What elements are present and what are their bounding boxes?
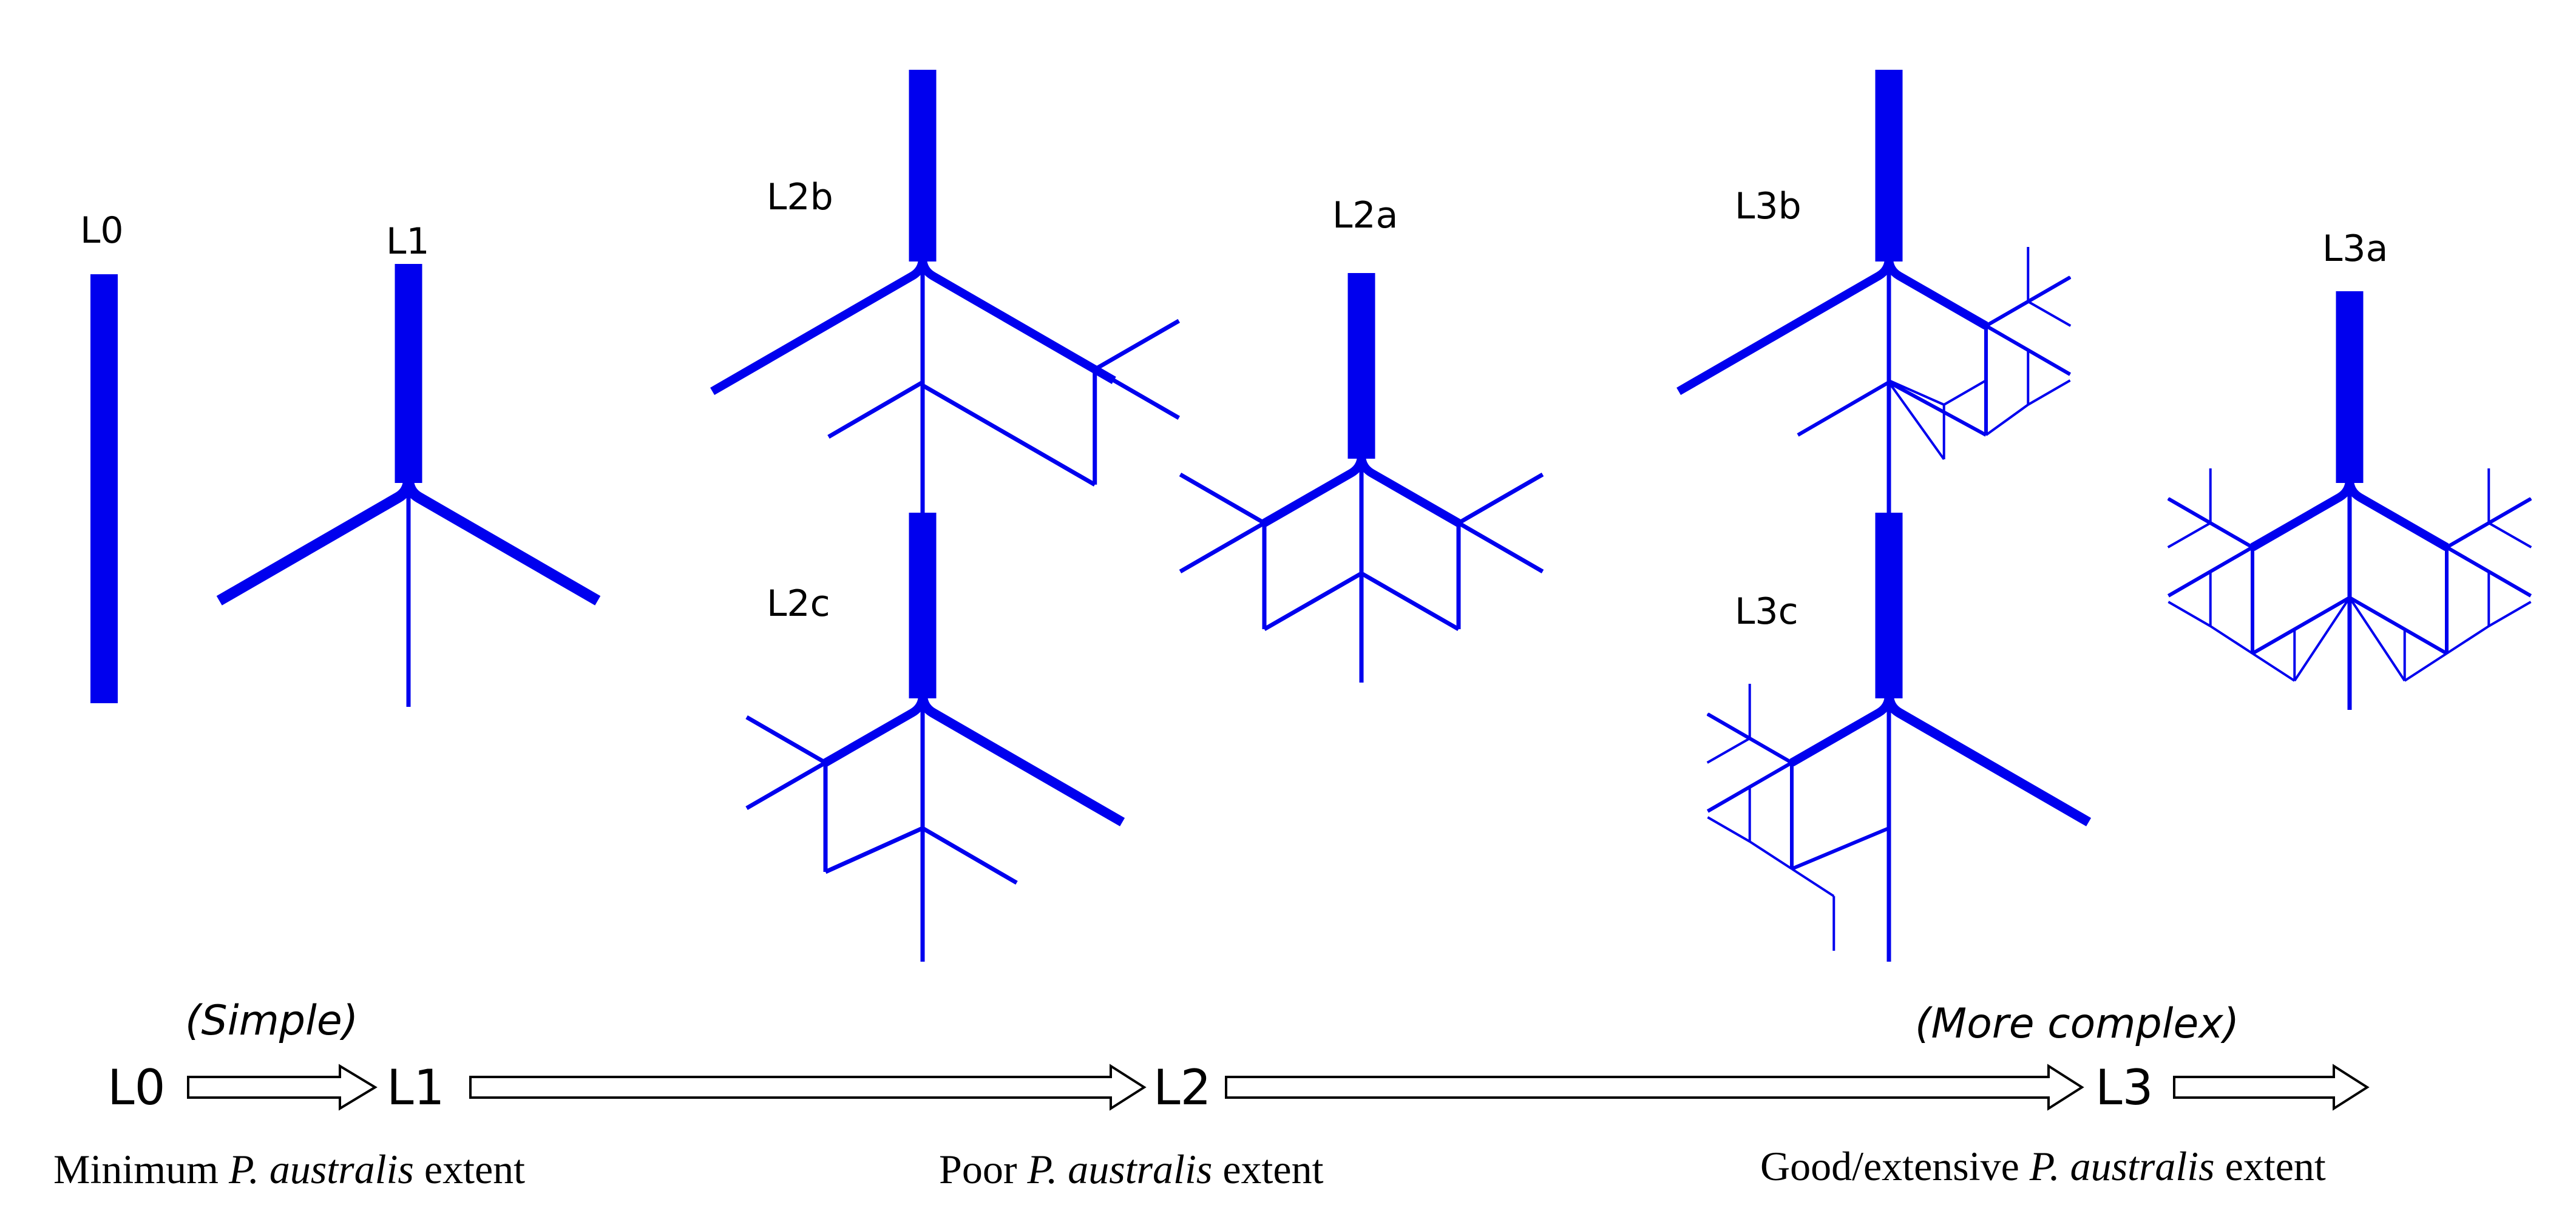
right-fine-2b [2488,522,2532,548]
fine-6 [1943,379,1987,406]
caption-minimum-species: P. australis [228,1146,414,1192]
twig-up [745,715,827,765]
right-branch [1357,454,1461,527]
more-complex-note: (More complex) [1915,1000,2239,1048]
label-L1: L1 [386,220,430,263]
caption-poor-extent: Poor P. australis extent [939,1146,1324,1192]
caption-minimum-prefix: Minimum [53,1146,229,1192]
right-fine-2 [2488,498,2532,524]
right-fine-6 [2404,652,2448,682]
label-L3c: L3c [1735,590,1798,633]
twig-up [1093,319,1181,371]
scale-label-L0: L0 [107,1059,165,1116]
label-L2c: L2c [767,582,830,625]
fine-2 [1706,713,1751,740]
fine-8 [1888,381,1945,461]
right-fine-5 [2446,625,2490,655]
caption-poor-prefix: Poor [939,1146,1027,1192]
left-twig-up [1179,472,1266,525]
left-fine-6 [2251,652,2296,682]
stem-right-arm [921,826,1018,885]
caption-good-extent: Good/extensive P. australis extent [1760,1143,2326,1189]
left-branch [710,257,927,396]
stem-right-arm [923,382,1095,437]
right-branch [918,694,1125,826]
complexity-scale: (Simple) (More complex) L0 L1 L2 L3 [107,997,2370,1116]
right-branch [403,479,601,606]
left-twig-out [1179,521,1266,574]
label-L2b: L2b [767,176,833,218]
right-branch [2345,479,2449,552]
diagram-L3c [1706,513,2092,962]
twig-out [1093,367,1181,420]
left-fine-5 [2209,625,2254,655]
fine-4 [1707,816,1751,843]
scale-label-L2: L2 [1153,1059,1211,1116]
stem-left-arm [827,380,924,439]
caption-poor-suffix: extent [1212,1146,1323,1192]
lattice-base [1888,380,1987,437]
right-twig-out [1457,521,1544,574]
scale-label-L3: L3 [2095,1059,2153,1116]
left-branch [1676,257,1893,396]
caption-minimum-suffix: extent [414,1146,525,1192]
right-lattice-base [2348,596,2448,655]
label-L0: L0 [80,209,124,252]
left-lattice-base [2251,596,2351,655]
caption-poor-species: P. australis [1026,1146,1212,1192]
diagram-L3a [2167,291,2532,710]
right-branch [1884,694,2092,826]
fine-8 [1706,737,1751,764]
label-L3b: L3b [1735,185,1802,228]
fine-10 [2027,300,2072,327]
right-fine-8 [2348,596,2406,682]
left-branch [216,479,414,606]
l0-bar [90,274,118,703]
caption-good-suffix: extent [2215,1143,2326,1189]
left-fine-8 [2293,596,2351,682]
left-branch [1262,454,1366,527]
right-branch [1885,257,1988,330]
fine-9 [1888,379,1945,406]
right-branch [918,257,1116,385]
caption-minimum-extent: Minimum P. australis extent [53,1146,525,1192]
right-twig-up [1457,472,1544,525]
fine-5 [1749,840,1793,870]
arrow-L1-L2 [469,1064,1147,1111]
simple-note: (Simple) [185,997,358,1045]
diagram-L3b [1676,70,2072,525]
diagram-L2c [745,513,1125,962]
left-branch [1789,694,1893,767]
fine-4 [2027,379,2071,406]
diagram-L0 [90,274,118,703]
arrow-L3-beyond [2173,1064,2370,1111]
arrow-L0-L1 [187,1064,378,1111]
fine-2 [2027,276,2072,303]
lattice-base [824,826,924,874]
arrow-L2-L3 [1225,1064,2084,1111]
left-branch [823,694,927,767]
left-branch [2250,479,2354,552]
scale-label-L1: L1 [387,1059,444,1116]
left-fine-2 [2167,498,2211,524]
left-fine-2b [2167,522,2211,548]
fine-5 [1985,403,2029,436]
twig-out [745,760,827,811]
stem-left-arm [1797,380,1890,437]
caption-good-species: P. australis [2029,1143,2215,1189]
right-lattice-base [1360,571,1460,632]
diagram-L2b [710,70,1181,525]
diagram-L1 [216,264,601,707]
left-fine-4 [2168,601,2211,627]
diagram-L2a [1179,273,1544,683]
label-L2a: L2a [1332,194,1398,237]
lattice-base [1791,826,1890,871]
fine-6 [1791,868,1835,897]
right-fine-4 [2488,601,2532,627]
label-L3a: L3a [2322,228,2388,270]
left-lattice-base [1263,571,1363,632]
lattice-base [921,383,1096,487]
caption-good-prefix: Good/extensive [1760,1143,2030,1189]
